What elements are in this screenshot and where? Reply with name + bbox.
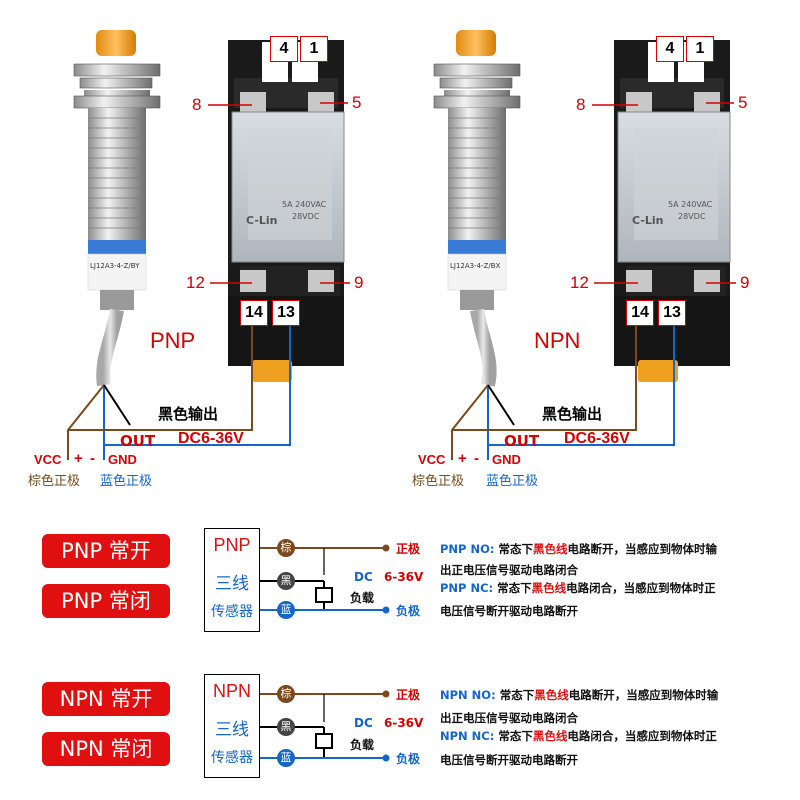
npn-pin-4: 4	[656, 36, 684, 62]
npn-negative-label: 负极	[396, 752, 421, 766]
npn-gnd-label: GND	[492, 452, 521, 467]
npn-pin-1: 1	[686, 36, 714, 62]
npn-relay-brand: C-Lin	[632, 214, 664, 227]
npn-brown-label: 棕色正极	[412, 474, 465, 489]
pnp-relay-brand: C-Lin	[246, 214, 278, 227]
npn-pin-5: 5	[738, 93, 748, 112]
pnp-black-wire-tag: 黑	[277, 572, 295, 590]
pnp-box-title: PNP	[213, 535, 251, 555]
pnp-out-label: OUT	[120, 432, 156, 450]
npn-pin-8: 8	[576, 95, 586, 114]
pnp-brown-label: 棕色正极	[28, 474, 81, 489]
pnp-box-three-wire: 三线	[215, 574, 249, 593]
pnp-pin-4: 4	[270, 36, 298, 62]
npn-wiring	[451, 320, 675, 460]
pnp-sensor-model: LJ12A3-4-Z/BY	[90, 262, 140, 270]
npn-no-description-2: 出正电压信号驱动电路闭合	[440, 711, 578, 725]
pnp-relay-rating: 5A 240VAC	[282, 200, 327, 209]
pnp-black-output-label: 黑色输出	[158, 405, 219, 423]
pnp-no-description: PNP NO: 常态下黑色线电路断开，当感应到物体时输	[440, 542, 718, 556]
npn-black-output-label: 黑色输出	[542, 405, 603, 423]
pnp-pin-13: 13	[272, 300, 300, 326]
pnp-dc-small: DC	[354, 570, 373, 584]
npn-sensor-box: NPN 三线 传感器	[204, 674, 260, 778]
npn-positive-label: 正极	[396, 688, 421, 702]
npn-plus: +	[458, 450, 467, 467]
pnp-blue-wire-tag: 蓝	[277, 601, 295, 619]
pnp-normally-closed-badge: PNP 常闭	[42, 584, 170, 618]
pnp-box-sensor: 传感器	[211, 603, 253, 619]
npn-pin-14: 14	[626, 300, 654, 326]
pnp-pin-5: 5	[352, 93, 362, 112]
pnp-pin-1: 1	[300, 36, 328, 62]
npn-vcc-label: VCC	[418, 452, 446, 467]
npn-box-three-wire: 三线	[215, 720, 249, 739]
npn-tag: NPN	[534, 328, 581, 353]
pnp-gnd-label: GND	[108, 452, 137, 467]
npn-minus: -	[474, 450, 479, 467]
pnp-wiring	[67, 320, 291, 460]
npn-box-title: NPN	[212, 681, 251, 701]
pnp-pin-14: 14	[240, 300, 268, 326]
npn-black-wire-tag: 黑	[277, 718, 295, 736]
npn-relay	[614, 40, 731, 382]
npn-pin-12: 12	[570, 273, 589, 292]
pnp-plus: +	[74, 450, 83, 467]
pnp-pin-12: 12	[186, 273, 205, 292]
npn-normally-closed-badge: NPN 常闭	[42, 732, 170, 766]
pnp-load-label: 负载	[350, 591, 375, 605]
npn-pin-13: 13	[658, 300, 686, 326]
pnp-sensor-box: PNP 三线 传感器	[204, 528, 260, 632]
npn-box-sensor: 传感器	[211, 749, 253, 765]
pnp-relay-voltage: 28VDC	[292, 212, 320, 221]
npn-sensor-model: LJ12A3-4-Z/BX	[450, 262, 501, 270]
pnp-pin-8: 8	[192, 95, 202, 114]
pnp-brown-wire-tag: 棕	[277, 539, 295, 557]
npn-blue-label: 蓝色正极	[486, 474, 539, 489]
pnp-negative-label: 负极	[396, 604, 421, 618]
npn-dc-label: DC6-36V	[564, 430, 630, 447]
npn-nc-description: NPN NC: 常态下黑色线电路闭合，当感应到物体时正	[440, 729, 717, 743]
pnp-nc-description-2: 电压信号断开驱动电路断开	[440, 604, 578, 618]
pnp-vcc-label: VCC	[34, 452, 62, 467]
npn-nc-description-2: 电压信号断开驱动电路断开	[440, 753, 578, 767]
npn-pin-9: 9	[740, 273, 750, 292]
npn-normally-open-badge: NPN 常开	[42, 682, 170, 716]
pnp-no-description-2: 出正电压信号驱动电路闭合	[440, 563, 578, 577]
pin-leader-lines	[208, 102, 736, 284]
npn-out-label: OUT	[504, 432, 540, 450]
pnp-relay	[228, 40, 345, 382]
top-illustration	[67, 30, 736, 460]
pnp-normally-open-badge: PNP 常开	[42, 534, 170, 568]
npn-load-label: 负载	[350, 738, 375, 752]
npn-voltage-small: 6-36V	[384, 716, 424, 730]
npn-no-description: NPN NO: 常态下黑色线电路断开，当感应到物体时输	[440, 688, 719, 702]
pnp-voltage-small: 6-36V	[384, 570, 424, 584]
npn-blue-wire-tag: 蓝	[277, 749, 295, 767]
npn-relay-voltage: 28VDC	[678, 212, 706, 221]
npn-brown-wire-tag: 棕	[277, 685, 295, 703]
pnp-blue-label: 蓝色正极	[100, 474, 153, 489]
pnp-nc-description: PNP NC: 常态下黑色线电路闭合，当感应到物体时正	[440, 581, 716, 595]
pnp-dc-label: DC6-36V	[178, 430, 244, 447]
pnp-minus: -	[90, 450, 95, 467]
pnp-positive-label: 正极	[396, 542, 421, 556]
npn-dc-small: DC	[354, 716, 373, 730]
pnp-sensor	[73, 30, 161, 387]
pnp-tag: PNP	[150, 328, 196, 353]
npn-sensor	[433, 30, 521, 387]
npn-relay-rating: 5A 240VAC	[668, 200, 713, 209]
pnp-pin-9: 9	[354, 273, 364, 292]
